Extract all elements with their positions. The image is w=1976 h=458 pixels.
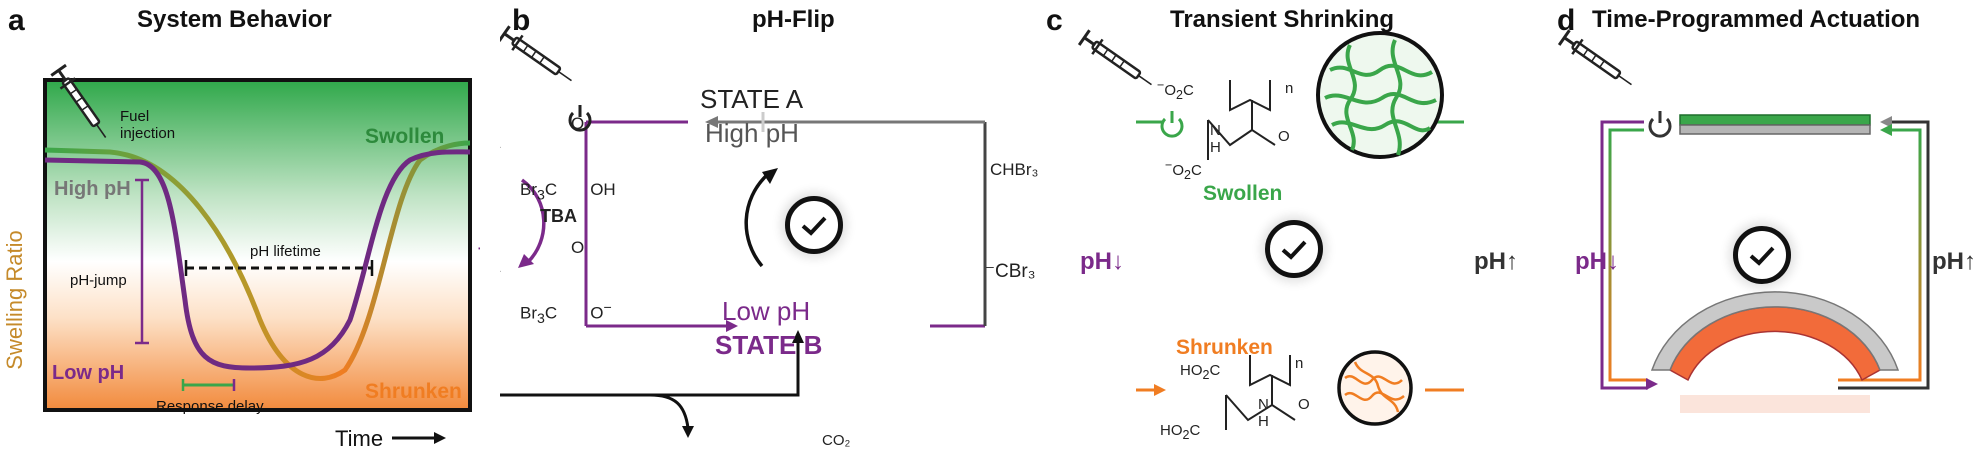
high-ph-label-a: High pH (54, 178, 131, 200)
cbr3-label: ⁻CBr₃ (985, 261, 1036, 282)
y-axis-right-label: pH (478, 246, 480, 274)
syringe-icon (500, 24, 579, 90)
panel-letter-b: b (512, 4, 531, 37)
cooh-top: HO2C (1180, 362, 1221, 382)
bilayer-flat-gray (1679, 124, 1871, 135)
shrunken-label-a: Shrunken (365, 380, 462, 403)
swollen-polymer-structure (1207, 80, 1276, 160)
tribromoacetate-formula: Br3C O− (520, 300, 612, 328)
state-a-label: STATE A (700, 84, 804, 114)
co2-label: CO₂ (822, 432, 851, 449)
chbr3-label: CHBr₃ (990, 160, 1039, 179)
swollen-label-a: Swollen (365, 125, 445, 148)
carboxylate-bottom: −O2C (1165, 158, 1202, 182)
panel-a-plot: Swelling Ratio pH (2, 63, 480, 444)
tba-label: TBA (540, 206, 577, 226)
bilayer-bent-gray (1650, 291, 1900, 371)
right-loop-outer (1838, 120, 1930, 390)
ph-curve (44, 149, 471, 371)
x-axis-label: Time (335, 426, 384, 451)
syringe-icon (1077, 28, 1159, 94)
carboxylate-top: −O2C (1157, 78, 1194, 102)
panel-c-diagram (1077, 28, 1466, 430)
panel-title-d: Time-Programmed Actuation (1592, 6, 1921, 33)
right-loop-inner (1838, 128, 1922, 382)
shrunken-gel-circle (1337, 350, 1413, 426)
tba-o: O (571, 114, 585, 133)
y-axis-left-label: Swelling Ratio (2, 230, 27, 369)
left-loop-outer (1600, 120, 1648, 390)
bilayer-flat-green (1679, 114, 1871, 126)
swelling-ratio-curve (44, 140, 471, 381)
left-loop-inner (1608, 128, 1648, 382)
ph-up-label-c: pH↑ (1474, 248, 1518, 275)
low-ph-label-b: Low pH (722, 296, 811, 326)
co2-path (500, 340, 800, 397)
tba-arrow (520, 178, 546, 264)
shrunken-label-c: Shrunken (1176, 336, 1273, 359)
ph-down-label-c: pH↓ (1080, 248, 1124, 275)
chbr3-arrow (744, 172, 770, 268)
ph-up-label-d: pH↑ (1932, 248, 1976, 275)
n-subscript-top: n (1285, 80, 1294, 97)
panel-title-c: Transient Shrinking (1170, 6, 1395, 33)
o-bottom: O (1298, 396, 1310, 413)
power-icon (1648, 111, 1672, 138)
panel-title-a: System Behavior (137, 6, 332, 33)
low-ph-label-a: Low pH (52, 362, 125, 384)
panel-letter-d: d (1557, 4, 1576, 37)
tribromoacetate-o: O (571, 238, 585, 257)
response-delay-label: Response delay (156, 398, 264, 415)
clock-icon (1265, 220, 1323, 278)
plot-frame (43, 78, 472, 412)
tba-formula: Br3C OH (520, 180, 616, 204)
bilayer-ghost (1680, 395, 1870, 413)
power-icon (1160, 111, 1184, 138)
cooh-bottom: HO2C (1160, 422, 1201, 442)
panel-title-b: pH-Flip (752, 6, 835, 33)
syringe-icon (1557, 28, 1639, 94)
swollen-label-c: Swollen (1203, 182, 1283, 205)
o-top: O (1278, 128, 1290, 145)
ph-jump-label: pH-jump (70, 272, 127, 289)
clock-icon (785, 196, 843, 254)
clock-icon (1733, 226, 1791, 284)
panel-b-diagram (500, 24, 987, 438)
panel-d-diagram (1557, 28, 1930, 413)
panel-letter-a: a (8, 4, 25, 37)
power-icon (568, 105, 592, 132)
ph-lifetime-label: pH lifetime (250, 243, 321, 260)
shrunken-polymer-structure (1225, 355, 1296, 430)
ph-down-label-d: pH↓ (1575, 248, 1619, 275)
n-subscript-bottom: n (1295, 355, 1304, 372)
panel-letter-c: c (1046, 4, 1063, 37)
high-ph-label-b: High pH (705, 118, 799, 148)
state-b-label: STATE B (715, 330, 823, 360)
